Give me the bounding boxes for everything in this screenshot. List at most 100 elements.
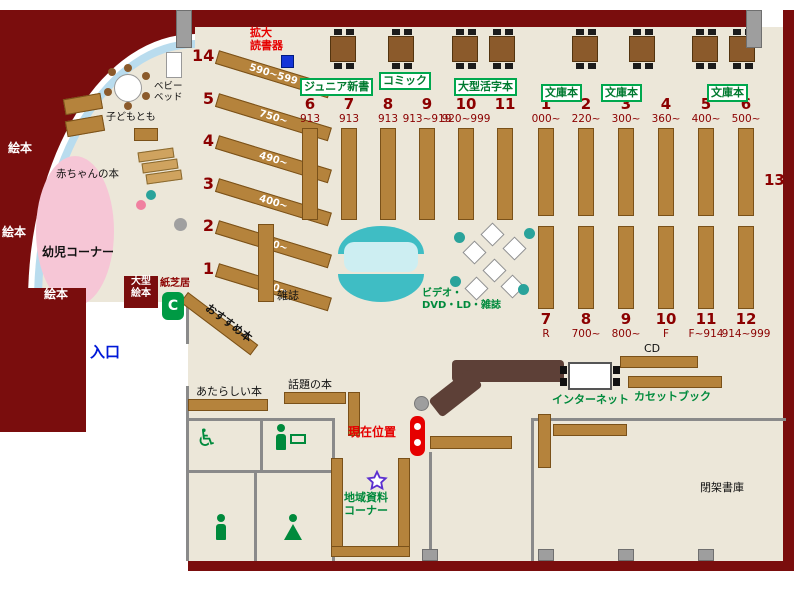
marker-dot <box>414 439 421 446</box>
pillar <box>176 10 192 48</box>
stack-column: 2 220~ <box>567 96 605 216</box>
stack-range: F~914 <box>688 328 724 340</box>
genre-box-comic: コミック <box>379 72 431 91</box>
magnifier-device <box>281 55 294 68</box>
magnifier-label-line2: 読書器 <box>250 38 283 52</box>
cassette-books-label: カセットブック <box>634 390 711 403</box>
stack-number: 5 <box>700 95 712 113</box>
reading-table <box>452 29 478 69</box>
chair <box>104 88 112 96</box>
bookshelf <box>497 128 513 220</box>
stool-teal <box>524 228 535 239</box>
stack-column: 10 920~999 <box>442 95 490 220</box>
stack-number: 6 <box>740 95 752 113</box>
bookshelf <box>458 128 474 220</box>
bookshelf <box>380 128 396 220</box>
picture-books-label-2: 絵本 <box>2 225 27 239</box>
closed-stacks-label: 閉架書庫 <box>700 481 744 494</box>
star-icon <box>366 469 388 492</box>
baby-bed-label-line2: ベッド <box>154 91 183 103</box>
cassette-shelf <box>628 376 722 388</box>
large-picture-books-shelf: 大型 絵本 <box>124 276 158 308</box>
stool-teal <box>454 232 465 243</box>
reading-table <box>729 29 755 69</box>
stack-range: 500~ <box>731 113 761 125</box>
internet-table <box>560 362 620 390</box>
stack-range: 360~ <box>651 113 681 125</box>
reading-table <box>489 29 515 69</box>
current-location-label: 現在位置 <box>348 425 397 439</box>
local-materials-label-line2: コーナー <box>344 503 388 517</box>
stack-number: 10 <box>455 95 477 113</box>
stack-column: 6 913 <box>291 96 329 220</box>
pillar <box>746 10 762 48</box>
wall-left-edge-upper <box>186 300 189 344</box>
bookshelf <box>658 128 674 216</box>
wall-top <box>8 10 748 27</box>
toilet-wall <box>260 418 263 470</box>
person-head <box>277 424 285 432</box>
bookshelf <box>698 226 714 309</box>
stack-range: 913 <box>338 113 360 125</box>
stack-column: 1 000~ <box>527 96 565 216</box>
reading-table <box>692 29 718 69</box>
stool-pink <box>136 200 146 210</box>
topic-books-label: 話題の本 <box>288 378 332 391</box>
womens-toilet-icon <box>284 514 302 540</box>
stack-range: 913~919 <box>402 113 452 125</box>
wall-right <box>783 10 794 570</box>
bookshelf <box>618 128 634 216</box>
local-materials-label-line1: 地域資料 <box>344 491 388 504</box>
wall-shelf-13-label: 13 <box>764 171 785 189</box>
baby-bed <box>166 52 182 78</box>
diagonal-shelf-row: 4 490~ <box>192 131 335 184</box>
genre-box-bunko-1: 文庫本 <box>541 84 582 103</box>
interior-wall <box>531 418 534 561</box>
stack-range: 220~ <box>571 113 601 125</box>
marker-dot <box>414 423 421 430</box>
stack-range: 800~ <box>611 328 641 340</box>
pillar <box>698 549 714 561</box>
stack-column: 9 800~ <box>607 226 645 341</box>
local-materials-shelf <box>331 546 410 557</box>
interior-wall <box>429 452 432 561</box>
stack-column: 10 F <box>647 226 685 341</box>
stack-number: 8 <box>580 310 592 328</box>
shelf-number: 4 <box>202 131 214 150</box>
stack-number: 10 <box>655 310 677 328</box>
stack-number: 1 <box>540 95 552 113</box>
bookshelf <box>419 128 435 220</box>
reading-table <box>388 29 414 69</box>
stack-number: 8 <box>382 95 394 113</box>
genre-box-bunko-3: 文庫本 <box>707 84 748 103</box>
internet-label: インターネット <box>552 393 629 406</box>
bookshelf <box>538 414 551 468</box>
stack-number: 11 <box>695 310 717 328</box>
shelf-number: 1 <box>202 258 214 278</box>
picture-books-label-1: 絵本 <box>8 141 33 155</box>
shelf-number: 14 <box>192 46 215 65</box>
wall-left-edge-lower <box>186 386 189 561</box>
bookshelf <box>538 226 554 309</box>
wall-bottom <box>188 561 794 571</box>
magnifier-label-line1: 拡大 <box>250 26 272 39</box>
video-dvd-label: ビデオ・ DVD・LD・雑誌 <box>422 288 501 311</box>
local-materials-label: 地域資料 コーナー <box>344 491 388 517</box>
chair <box>142 92 150 100</box>
reading-table <box>572 29 598 69</box>
service-counter <box>452 360 564 382</box>
bookshelf <box>341 128 357 220</box>
bookshelf <box>302 128 318 220</box>
diagonal-shelf-row: 2 280~ <box>192 216 335 269</box>
reading-table <box>629 29 655 69</box>
kodomo-no-tomo-label: 子どもとも <box>106 112 156 123</box>
diagonal-shelf-row: 3 400~ <box>192 174 335 226</box>
stack-column: 4 360~ <box>647 96 685 216</box>
stack-number: 9 <box>421 95 433 113</box>
new-books-shelf <box>188 399 268 411</box>
stack-number: 6 <box>304 95 316 113</box>
kamishibai-label: 紙芝居 <box>160 278 190 289</box>
current-location-marker <box>410 416 425 456</box>
stack-range: 913 <box>377 113 399 125</box>
person-body <box>276 434 286 450</box>
